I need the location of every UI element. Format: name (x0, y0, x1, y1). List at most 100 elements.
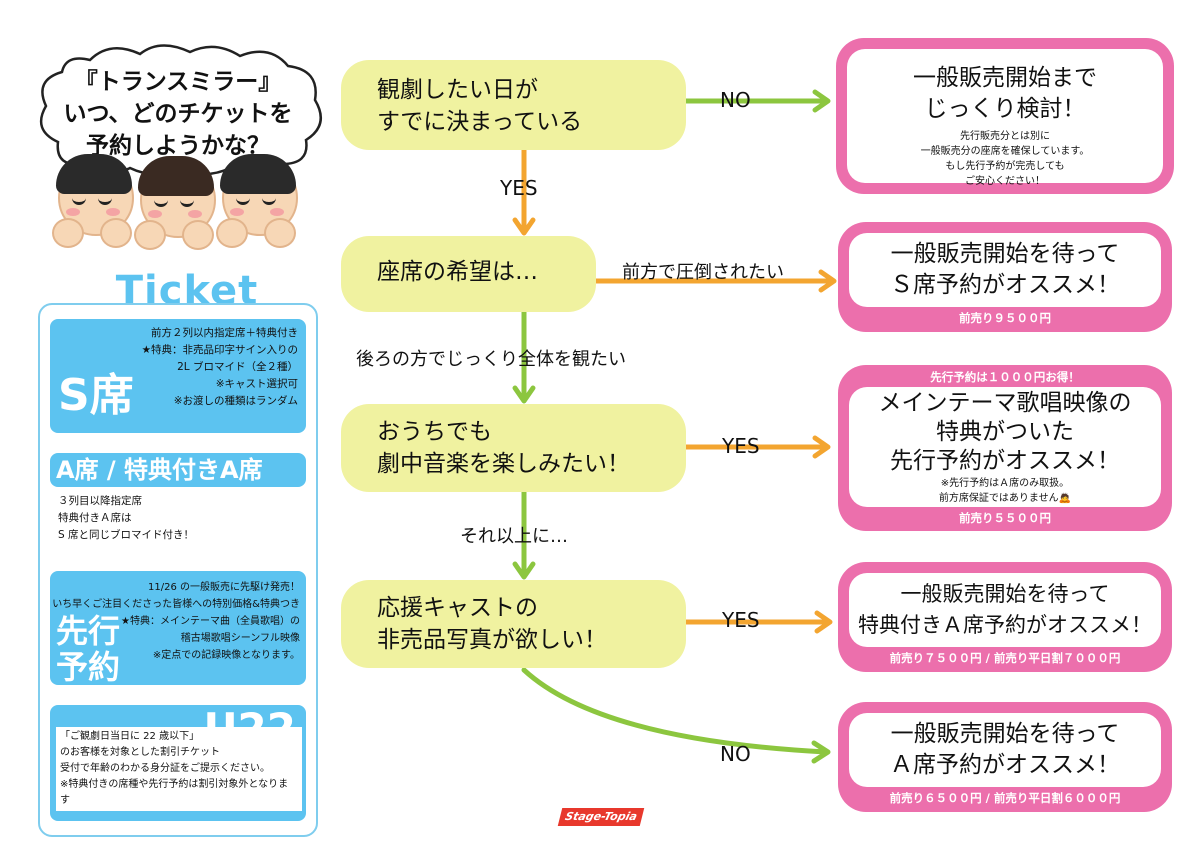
stage-topia-logo: Stage-Topia (557, 808, 645, 826)
result-line: メインテーマ歌唱映像の (878, 390, 1132, 416)
s-seat-details: 前方２列以内指定席＋特典付き ★特典：非売品印字サイン入りの 2L ブロマイド（… (142, 325, 298, 410)
detail-line: 稽古場歌唱シーンフル映像 (180, 633, 300, 644)
question-seat-preference: 座席の希望は… (341, 236, 596, 312)
kid-eye (180, 198, 194, 207)
a-seat-details: ３列目以降指定席 特典付きＡ席は S 席と同じブロマイド付き！ (58, 493, 194, 544)
kid-hair (220, 154, 296, 194)
presale-section: 先行 予約 11/26 の一般販売に先駆け発売！ いち早くご注目くださった皆様へ… (50, 571, 306, 685)
bubble-line: 予約しようかな？ (86, 133, 270, 159)
kid-hand (100, 218, 132, 248)
detail-line: ３列目以降指定席 (58, 495, 142, 507)
detail-line: ★特典：メインテーマ曲（全員歌唱）の (121, 616, 300, 627)
label-q1-no: NO (720, 88, 751, 112)
result-line: 一般販売開始を待って (900, 582, 1110, 606)
result-price: 前売り６５００円 / 前売り平日割６０００円 (889, 791, 1121, 805)
bubble-title: 『トランスミラー』 いつ、どのチケットを 予約しようかな？ (58, 66, 298, 162)
result-note: ※先行予約はＡ席のみ取扱。 前方席保証ではありません🙇 (849, 476, 1161, 506)
kid-hand (182, 220, 214, 250)
result-note: 先行販売分とは別に 一般販売分の座席を確保しています。 もし先行予約が完売しても… (847, 129, 1163, 189)
presale-details: 11/26 の一般販売に先駆け発売！ いち早くご注目くださった皆様への特別価格&… (52, 579, 300, 664)
detail-line: S 席と同じブロマイド付き！ (58, 529, 195, 541)
kid-hair (138, 156, 214, 196)
arrowhead-q1-yes (512, 217, 536, 236)
u22-section: U22 「ご観劇日当日に 22 歳以下」 のお客様を対象とした割引チケット 受付… (50, 705, 306, 821)
question-date-decided: 観劇したい日が すでに決まっている (341, 60, 686, 150)
kid-hand (264, 218, 296, 248)
kid-eye (262, 196, 276, 205)
arrow-q4-no (521, 667, 829, 755)
result-line: 特典がついた (936, 419, 1074, 445)
result-card: 一般販売開始まで じっくり検討！ 先行販売分とは別に 一般販売分の座席を確保して… (847, 49, 1163, 187)
result-main: 一般販売開始まで じっくり検討！ (847, 63, 1163, 125)
result-headline: 先行予約は１０００円お得！ (930, 370, 1080, 384)
note-line: もし先行予約が完売しても (945, 161, 1065, 172)
arrowhead-q2-front (818, 269, 837, 293)
question-line: 座席の希望は… (377, 259, 538, 285)
note-line: ※先行予約はＡ席のみ取扱。 (940, 478, 1070, 489)
label-q2-front: 前方で圧倒されたい (622, 262, 784, 283)
label-q2-back: 後ろの方でじっくり全体を観たい (356, 349, 626, 370)
kid-hand (52, 218, 84, 248)
result-a-seat: 一般販売開始を待って Ａ席予約がオススメ！ 前売り６５００円 / 前売り平日割６… (838, 702, 1172, 812)
label-q3-yes: YES (722, 434, 760, 458)
detail-line: のお客様を対象とした割引チケット (60, 747, 220, 758)
result-price: 前売り７５００円 / 前売り平日割７０００円 (889, 651, 1121, 665)
s-seat-section: S席 前方２列以内指定席＋特典付き ★特典：非売品印字サイン入りの 2L ブロマ… (50, 319, 306, 433)
result-line: 一般販売開始まで (913, 65, 1097, 91)
question-music-at-home: おうちでも 劇中音楽を楽しみたい！ (341, 404, 686, 492)
result-card: メインテーマ歌唱映像の 特典がついた 先行予約がオススメ！ ※先行予約はＡ席のみ… (849, 387, 1161, 507)
kid-cheek (188, 210, 202, 218)
arrowhead-q4-no (811, 740, 831, 764)
presale-title-line: 先行 (56, 612, 121, 650)
a-seat-header: A席 / 特典付きA席 (50, 453, 306, 487)
detail-line: ※定点での記録映像となります。 (152, 650, 300, 661)
kid-cheek (66, 208, 80, 216)
label-q4-yes: YES (722, 608, 760, 632)
kid-eye (236, 196, 250, 205)
presale-title: 先行 予約 (56, 613, 120, 685)
result-presale: 先行予約は１０００円お得！ メインテーマ歌唱映像の 特典がついた 先行予約がオス… (838, 365, 1172, 531)
kid-eye (72, 196, 86, 205)
question-line: すでに決まっている (377, 109, 583, 135)
detail-line: 前方２列以内指定席＋特典付き (151, 327, 298, 339)
result-s-seat: 一般販売開始を待って Ｓ席予約がオススメ！ 前売り９５００円 (838, 222, 1172, 332)
bubble-line: 『トランスミラー』 (74, 69, 282, 95)
result-line: 先行予約がオススメ！ (890, 448, 1120, 474)
detail-line: ※特典付きの席種や先行予約は割引対象外となります (60, 779, 289, 806)
note-line: 前方席保証ではありません🙇 (938, 493, 1072, 504)
result-line: 特典付きＡ席予約がオススメ！ (858, 613, 1152, 637)
question-line: 応援キャストの (377, 595, 538, 621)
result-main: 一般販売開始を待って Ｓ席予約がオススメ！ (849, 239, 1161, 301)
bubble-line: いつ、どのチケットを (63, 101, 293, 127)
detail-line: 特典付きＡ席は (58, 512, 132, 524)
detail-line: ★特典：非売品印字サイン入りの (141, 344, 298, 356)
detail-line: 受付で年齢のわかる身分証をご提示ください。 (60, 763, 270, 774)
result-line: 一般販売開始を待って (890, 721, 1120, 747)
kid-cheek (148, 210, 162, 218)
label-q4-no: NO (720, 742, 751, 766)
detail-line: ※お渡しの種類はランダム (173, 395, 298, 407)
detail-line: ※キャスト選択可 (215, 378, 298, 390)
detail-line: 11/26 の一般販売に先駆け発売！ (148, 582, 300, 593)
question-line: 非売品写真が欲しい！ (377, 627, 607, 653)
ticket-panel: S席 前方２列以内指定席＋特典付き ★特典：非売品印字サイン入りの 2L ブロマ… (38, 303, 318, 837)
detail-line: 2L ブロマイド（全２種） (177, 361, 298, 373)
kid-hair (56, 154, 132, 194)
result-price: 前売り９５００円 (959, 311, 1051, 325)
question-line: 観劇したい日が (377, 77, 538, 103)
result-line: 一般販売開始を待って (890, 241, 1120, 267)
note-line: ご安心ください！ (965, 176, 1045, 187)
result-card: 一般販売開始を待って Ａ席予約がオススメ！ (849, 713, 1161, 787)
result-consider-later: 一般販売開始まで じっくり検討！ 先行販売分とは別に 一般販売分の座席を確保して… (836, 38, 1174, 194)
result-line: Ａ席予約がオススメ！ (890, 752, 1120, 778)
kid-eye (154, 198, 168, 207)
result-line: Ｓ席予約がオススメ！ (890, 272, 1120, 298)
kid-cheek (230, 208, 244, 216)
a-seat-title: A席 / 特典付きA席 (56, 456, 263, 484)
question-cast-photo: 応援キャストの 非売品写真が欲しい！ (341, 580, 686, 668)
s-seat-title: S席 (58, 370, 134, 421)
presale-title-line: 予約 (56, 648, 121, 686)
note-line: 先行販売分とは別に (960, 131, 1050, 142)
label-q3-more: それ以上に… (460, 526, 568, 547)
